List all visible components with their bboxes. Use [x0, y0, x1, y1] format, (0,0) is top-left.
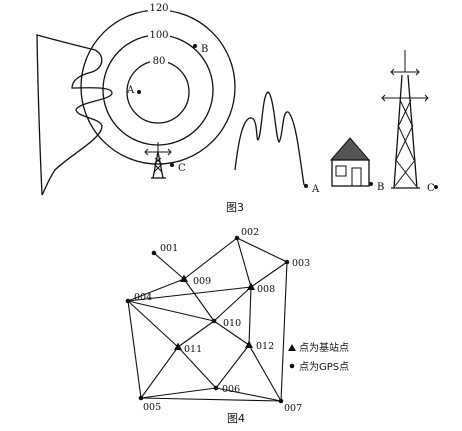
- edge-001-009: [153, 252, 185, 280]
- figure3: 120 100 80 A B C A: [36, 2, 438, 214]
- node-007-marker: [278, 398, 284, 404]
- edge-004-010: [127, 300, 215, 322]
- edge-009-004: [127, 278, 185, 302]
- node-004-label: 004: [134, 292, 152, 303]
- node-001-label: 001: [160, 243, 178, 254]
- legend-gps-icon: [289, 363, 295, 369]
- profile-point-a-label: A: [311, 184, 320, 195]
- node-011-label: 011: [184, 344, 202, 355]
- edge-010-012: [213, 320, 250, 346]
- edge-003-008: [250, 261, 288, 288]
- node-006-label: 006: [222, 384, 240, 395]
- contour-ring-80: [126, 60, 190, 124]
- edge-002-008: [236, 237, 252, 288]
- node-011-marker: [174, 342, 182, 350]
- edge-010-011: [177, 320, 215, 348]
- profile-point-c-label: C: [427, 183, 435, 194]
- point-a-dot: [137, 90, 141, 94]
- network-edges: [127, 237, 288, 402]
- legend-gps-label: 点为GPS点: [299, 361, 349, 373]
- node-012-label: 012: [256, 341, 274, 352]
- profile-point-b-dot: [369, 182, 373, 186]
- edge-003-007: [280, 261, 288, 402]
- legend-base-label: 点为基站点: [299, 341, 349, 354]
- edge-006-007: [215, 387, 282, 402]
- contour-label-80: 80: [153, 56, 166, 67]
- house-icon: [329, 137, 371, 187]
- point-b-label: B: [201, 44, 208, 55]
- node-012-marker: [245, 340, 253, 348]
- figure4-caption: 图4: [227, 412, 245, 425]
- edge-004-005: [127, 300, 142, 399]
- edge-012-007: [248, 344, 282, 402]
- point-a-label: A: [126, 85, 135, 96]
- edge-008-012: [248, 286, 252, 346]
- edge-012-006: [215, 344, 250, 389]
- node-003-marker: [284, 259, 290, 265]
- profile-point-c-dot: [434, 185, 438, 189]
- node-009-label: 009: [193, 276, 211, 287]
- node-004-marker: [125, 298, 131, 304]
- point-b-dot: [193, 44, 197, 48]
- point-c-label: C: [178, 163, 186, 174]
- edge-005-007: [140, 397, 282, 402]
- edge-002-003: [236, 237, 288, 263]
- contour-label-100: 100: [149, 30, 168, 41]
- legend-base-icon: [288, 344, 296, 351]
- node-008-label: 008: [257, 284, 275, 295]
- profile-point-a-dot: [304, 184, 308, 188]
- node-010-label: 010: [223, 318, 241, 329]
- node-001-marker: [151, 250, 157, 256]
- edge-011-005: [140, 346, 179, 399]
- large-tower-icon: [381, 50, 429, 189]
- figure3-caption: 图3: [226, 201, 244, 214]
- node-005-marker: [138, 395, 144, 401]
- node-009-marker: [180, 274, 188, 282]
- edge-009-002: [183, 237, 238, 280]
- contour-ring-100: [102, 34, 214, 146]
- edge-004-008: [127, 286, 252, 302]
- contour-label-120: 120: [149, 3, 168, 14]
- node-002-label: 002: [241, 227, 259, 238]
- profile-point-b-label: B: [377, 182, 384, 193]
- tower-c-map-icon: [144, 142, 172, 179]
- node-006-marker: [213, 385, 219, 391]
- node-002-marker: [234, 235, 240, 241]
- profile-peaks: [234, 91, 305, 186]
- edge-006-005: [140, 387, 217, 399]
- figure4: 001 002 003 004 005 006 007 008 009 010 011 012 点为基…: [125, 227, 349, 425]
- node-005-label: 005: [143, 402, 161, 413]
- edge-004-011: [127, 300, 179, 348]
- node-008-marker: [247, 282, 255, 290]
- point-c-dot: [170, 163, 174, 167]
- edge-008-010: [213, 286, 252, 322]
- edge-011-006: [177, 346, 217, 389]
- node-007-label: 007: [284, 403, 302, 414]
- edge-009-010: [183, 278, 215, 322]
- node-003-label: 003: [292, 258, 310, 269]
- network-nodes: 001 002 003 004 005 006 007 008 009 010 011 012: [125, 227, 310, 414]
- node-010-marker: [211, 318, 217, 324]
- mountain-outline: [36, 34, 113, 196]
